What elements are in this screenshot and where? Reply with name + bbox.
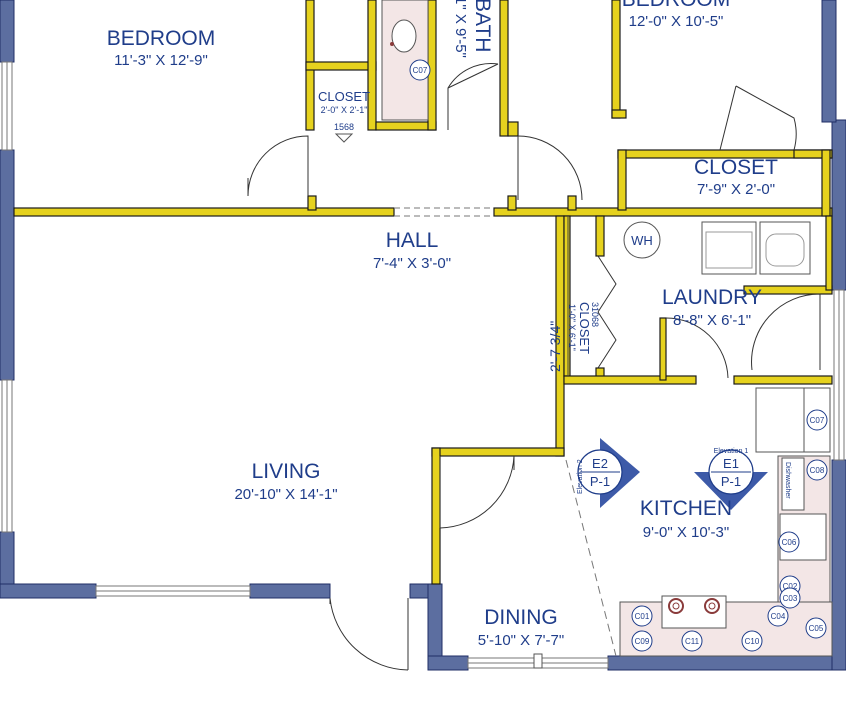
tag-c08: C08 (806, 459, 828, 481)
room-closet-vertical-tag: 31068 (590, 302, 600, 327)
room-hall-name: HALL (386, 229, 439, 252)
tag-bath-c07: C07 (409, 59, 431, 81)
room-closet-vertical-name: CLOSET (577, 302, 592, 354)
elevation-e2-label: Elevation 2 (577, 459, 584, 494)
refrigerator (755, 387, 805, 453)
room-closet-hall-name: CLOSET (694, 156, 778, 179)
tag-c03: C03 (779, 587, 801, 609)
room-bedroom1-dim: 11'-3" X 12'-9" (114, 52, 208, 69)
svg-text:C06: C06 (782, 538, 797, 547)
water-heater (623, 221, 661, 259)
room-labels: BEDROOM 11'-3" X 12'-9" BEDROOM 12'-0" X… (107, 0, 791, 649)
exterior-wall-bottom-right (607, 655, 846, 671)
svg-text:C01: C01 (635, 612, 650, 621)
dishwasher (781, 457, 805, 511)
room-living-name: LIVING (252, 460, 321, 483)
exterior-wall-bottom-1 (0, 583, 97, 599)
svg-text:C07: C07 (413, 66, 428, 75)
room-laundry-name: LAUNDRY (662, 286, 762, 309)
room-bath-name: BATH (471, 0, 494, 52)
interior-walls (13, 0, 833, 585)
room-closet-small-name: CLOSET (318, 89, 370, 104)
room-kitchen-name: KITCHEN (640, 497, 732, 520)
room-bedroom1-name: BEDROOM (107, 27, 216, 50)
elevation-e2-sheet: P-1 (590, 474, 610, 489)
exterior-wall-right-1 (831, 119, 846, 291)
room-living-dim: 20'-10" X 14'-1" (234, 486, 337, 503)
tag-c11: C11 (681, 630, 703, 652)
tag-c06: C06 (778, 531, 800, 553)
cabinet-tags: C07 C07 C08 C06 C02 C03 C04 C05 C01 C09 … (409, 59, 828, 652)
fixtures (381, 0, 833, 657)
tag-c01: C01 (631, 605, 653, 627)
room-closet-vertical-dim: 1'-0" X 6'-1" (567, 304, 577, 351)
exterior-walls (0, 0, 846, 671)
room-hall-dim: 7'-4" X 3'-0" (373, 255, 451, 272)
tag-c09: C09 (631, 630, 653, 652)
room-bedroom2-name: BEDROOM (622, 0, 731, 11)
windows (1, 61, 845, 669)
tag-c05: C05 (805, 617, 827, 639)
svg-text:C10: C10 (745, 637, 760, 646)
elevation-marker-e1: E1 P-1 Elevation 1 (694, 448, 768, 510)
dishwasher-label: Dishwasher (784, 462, 791, 499)
exterior-wall-right-top (821, 0, 837, 123)
tag-c07: C07 (806, 409, 828, 431)
tag-c10: C10 (741, 630, 763, 652)
exterior-wall-bottom-2 (249, 583, 331, 599)
svg-text:C07: C07 (810, 416, 825, 425)
svg-text:C05: C05 (809, 624, 824, 633)
exterior-wall-dining-bottom-1 (427, 655, 469, 671)
exterior-wall-right-2 (831, 459, 846, 671)
room-kitchen-dim: 9'-0" X 10'-3" (643, 524, 729, 541)
exterior-wall-left-2 (0, 149, 15, 381)
elevation-e1-sheet: P-1 (721, 474, 741, 489)
washer (701, 221, 757, 275)
room-closet-small-tag: 1568 (334, 122, 354, 132)
tag-c04: C04 (767, 605, 789, 627)
room-closet-hall-dim: 7'-9" X 2'-0" (697, 181, 775, 198)
elevation-e2-id: E2 (592, 456, 608, 471)
exterior-wall-left-1 (0, 0, 15, 63)
room-bath-dim: 1" X 9'-5" (452, 0, 469, 58)
wall-hall-north-left (13, 207, 395, 217)
svg-text:C02: C02 (783, 582, 798, 591)
room-closet-small-dim: 2'-0" X 2'-1" (321, 105, 368, 115)
svg-text:C11: C11 (685, 637, 700, 646)
elevation-marker-e2: E2 P-1 Elevation 2 (577, 438, 640, 508)
room-bedroom2-dim: 12'-0" X 10'-5" (629, 13, 724, 30)
svg-text:C08: C08 (810, 466, 825, 475)
svg-text:C09: C09 (635, 637, 650, 646)
elevation-e1-label: Elevation 1 (714, 448, 749, 455)
doors (247, 63, 821, 671)
water-heater-label: WH (631, 233, 653, 248)
dimension-label: 2'-7 3/4" (547, 321, 563, 372)
svg-text:C03: C03 (783, 594, 798, 603)
room-dining-name: DINING (484, 606, 558, 629)
dryer (759, 221, 811, 275)
elevation-e1-id: E1 (723, 456, 739, 471)
room-dining-dim: 5'-10" X 7'-7" (478, 632, 564, 649)
room-laundry-dim: 8'-8" X 6'-1" (673, 312, 751, 329)
svg-text:C04: C04 (771, 612, 786, 621)
wall-hall-north-right (493, 207, 833, 217)
wall-living-kitchen (431, 447, 565, 457)
